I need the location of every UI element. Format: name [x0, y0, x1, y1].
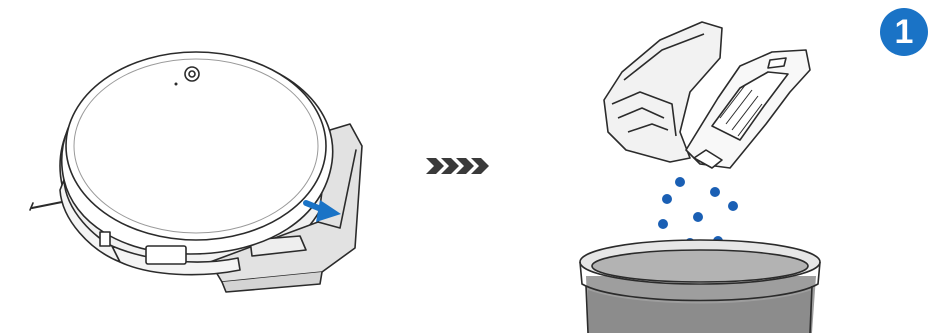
trash-can-icon: [580, 240, 820, 333]
debris-particles-icon: [658, 177, 738, 248]
chevron-arrows-icon: [426, 158, 489, 174]
step-number-badge: 1: [880, 8, 928, 56]
robot-vacuum-icon: [30, 52, 362, 292]
open-dustbin-icon: [604, 22, 810, 168]
